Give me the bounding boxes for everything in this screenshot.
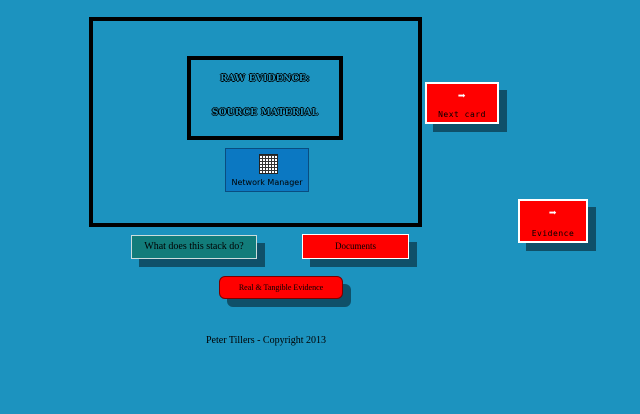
title-box: RAW EVIDENCE: SOURCE MATERIAL: [187, 56, 343, 140]
arrow-right-icon: ➡: [548, 206, 558, 221]
copyright-label: Peter Tillers - Copyright 2013: [205, 335, 326, 346]
evidence-label: Evidence: [531, 229, 575, 238]
documents-button[interactable]: Documents: [302, 234, 409, 259]
next-card-label: Next card: [438, 110, 486, 119]
network-manager-button[interactable]: Network Manager: [225, 148, 309, 192]
title-line-2: SOURCE MATERIAL: [211, 108, 319, 118]
what-does-this-stack-do-button[interactable]: What does this stack do?: [131, 235, 257, 259]
real-tangible-evidence-button[interactable]: Real & Tangible Evidence: [219, 276, 343, 299]
copyright-text: Peter Tillers - Copyright 2013: [0, 335, 532, 346]
network-manager-label: Network Manager: [231, 178, 303, 187]
arrow-right-icon: ➡: [457, 89, 467, 104]
main-frame: [89, 17, 422, 227]
evidence-button[interactable]: ➡ Evidence: [518, 199, 588, 243]
title-line-1: RAW EVIDENCE:: [220, 74, 310, 84]
network-grid-icon: [259, 154, 278, 174]
next-card-button[interactable]: ➡ Next card: [425, 82, 499, 124]
